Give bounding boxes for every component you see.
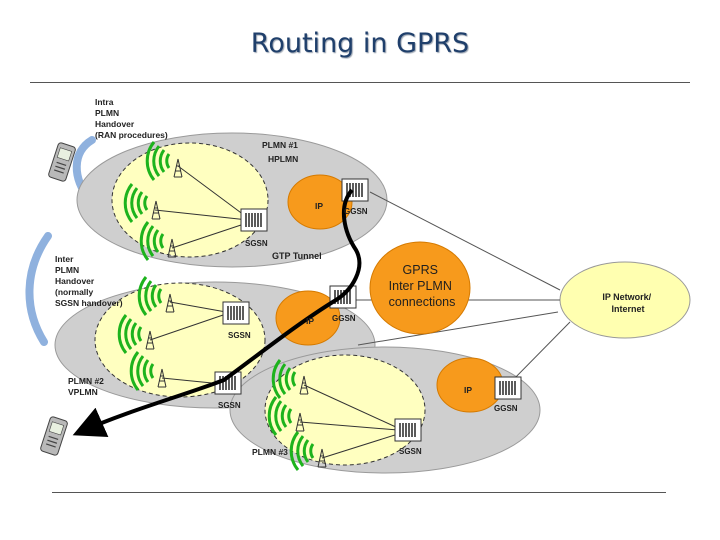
ip-label: IP (315, 201, 323, 211)
sgsn-label: SGSN (245, 239, 268, 248)
bottom-divider (52, 492, 666, 493)
sgsn-label: SGSN (228, 331, 251, 340)
ip-label: IP (306, 316, 314, 326)
plmn3-label: PLMN #3 (252, 447, 288, 457)
sgsn-server-icon (394, 418, 422, 442)
link-ggsn1-internet (369, 191, 561, 291)
intra-plmn-handover-label: Intra PLMN Handover (RAN procedures) (95, 97, 168, 140)
ggsn-label: GGSN (332, 314, 356, 323)
mobile-phone-icon (40, 416, 68, 456)
inter-handover-arrow (25, 232, 52, 346)
mobile-phone-icon (48, 142, 76, 182)
plmn1-ip-blob (287, 174, 353, 230)
link-ggsn3-internet (507, 321, 571, 386)
ip-network-label: IP Network/ Internet (602, 292, 653, 314)
inter-plmn-handover-label: Inter PLMN Handover (normally SGSN hando… (55, 254, 123, 308)
gprs-inter-plmn-label: GPRS Inter PLMN connections (389, 263, 456, 309)
plmn1-ran-links (154, 165, 249, 249)
ggsn-server-icon (494, 376, 522, 400)
gtp-tunnel-label: GTP Tunnel (272, 251, 322, 261)
ip-label: IP (464, 385, 472, 395)
plmn1-label: PLMN #1 (262, 140, 298, 150)
hplmn-label: HPLMN (268, 154, 298, 164)
ggsn-label: GGSN (344, 207, 368, 216)
vplmn-label: VPLMN (68, 387, 98, 397)
ggsn-label: GGSN (494, 404, 518, 413)
sgsn-label: SGSN (399, 447, 422, 456)
link-plmn2-internet (357, 311, 559, 346)
routing-path (72, 188, 362, 437)
plmn3-ran-links (299, 384, 399, 459)
sgsn-label: SGSN (218, 401, 241, 410)
sgsn-server-icon (222, 301, 250, 325)
page-title: Routing in GPRS (250, 28, 470, 59)
top-divider (30, 82, 690, 83)
gprs-inter-plmn-blob (369, 241, 471, 335)
sgsn-server-icon (240, 208, 268, 232)
plmn2-label: PLMN #2 (68, 376, 104, 386)
